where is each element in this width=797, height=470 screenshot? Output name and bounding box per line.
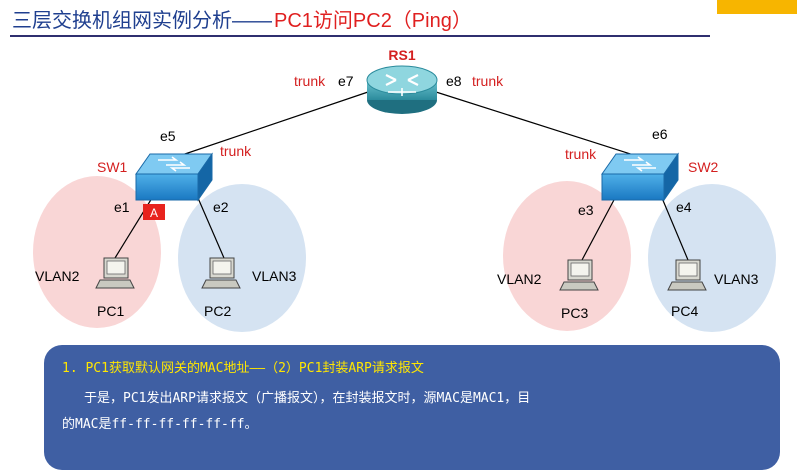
corner-accent bbox=[717, 0, 797, 14]
info-heading: 1. PC1获取默认网关的MAC地址——（2）PC1封装ARP请求报文 bbox=[62, 361, 424, 376]
switch-icon-sw1 bbox=[135, 152, 213, 202]
vlan-label-pc3: VLAN2 bbox=[497, 271, 542, 287]
port-label-e2: e2 bbox=[213, 199, 229, 215]
port-label-e4: e4 bbox=[676, 199, 692, 215]
switch-name-sw2: SW2 bbox=[688, 159, 719, 175]
port-label-e1: e1 bbox=[114, 199, 130, 215]
link-rs1-sw2 bbox=[435, 91, 641, 158]
host-name-pc4: PC4 bbox=[671, 303, 698, 319]
link-sw1-pc2 bbox=[197, 197, 225, 259]
info-line-1: 于是，PC1发出ARP请求报文（广播报文），在封装报文时，源MAC是MAC1，目 bbox=[84, 391, 531, 406]
switch-icon-sw2 bbox=[601, 152, 679, 202]
pc-icon-pc2 bbox=[201, 257, 241, 289]
trunk-label-e8: trunk bbox=[472, 73, 504, 89]
port-label-e5: e5 bbox=[160, 128, 176, 144]
info-panel: 1. PC1获取默认网关的MAC地址——（2）PC1封装ARP请求报文 于是，P… bbox=[44, 345, 780, 470]
trunk-label-e7: trunk bbox=[294, 73, 326, 89]
title-highlight: PC1访问PC2（Ping） bbox=[274, 10, 472, 32]
port-label-e6: e6 bbox=[652, 126, 668, 142]
vlan2-area-right bbox=[503, 181, 631, 331]
port-marker-label: A bbox=[150, 206, 158, 220]
title-divider bbox=[10, 35, 710, 37]
network-diagram: A RS1 trunk e7 e8 trunk e5 trunk SW1 e1 … bbox=[33, 47, 776, 332]
vlan3-area-right bbox=[648, 184, 776, 332]
pc-icon-pc1 bbox=[95, 257, 135, 289]
host-name-pc1: PC1 bbox=[97, 303, 124, 319]
vlan2-area-left bbox=[33, 176, 161, 328]
page-title: 三层交换机组网实例分析—— PC1访问PC2（Ping） bbox=[12, 4, 472, 32]
pc-icon-pc4 bbox=[667, 259, 707, 291]
router-name: RS1 bbox=[388, 47, 415, 63]
port-label-e3: e3 bbox=[578, 202, 594, 218]
router-icon bbox=[366, 65, 438, 114]
trunk-label-sw2: trunk bbox=[565, 146, 597, 162]
link-sw2-pc3 bbox=[581, 197, 616, 261]
port-marker bbox=[143, 204, 165, 220]
host-name-pc2: PC2 bbox=[204, 303, 231, 319]
port-label-e8: e8 bbox=[446, 73, 462, 89]
link-sw2-pc4 bbox=[661, 197, 689, 261]
vlan-label-pc1: VLAN2 bbox=[35, 268, 80, 284]
trunk-label-sw1: trunk bbox=[220, 143, 252, 159]
link-rs1-sw1 bbox=[175, 91, 369, 158]
vlan3-area-left bbox=[178, 184, 306, 332]
info-line-2: 的MAC是ff-ff-ff-ff-ff-ff。 bbox=[62, 417, 258, 432]
pc-icon-pc3 bbox=[559, 259, 599, 291]
vlan-label-pc4: VLAN3 bbox=[714, 271, 759, 287]
title-main: 三层交换机组网实例分析—— bbox=[12, 10, 272, 32]
switch-name-sw1: SW1 bbox=[97, 159, 128, 175]
host-name-pc3: PC3 bbox=[561, 305, 588, 321]
vlan-label-pc2: VLAN3 bbox=[252, 268, 297, 284]
port-label-e7: e7 bbox=[338, 73, 354, 89]
